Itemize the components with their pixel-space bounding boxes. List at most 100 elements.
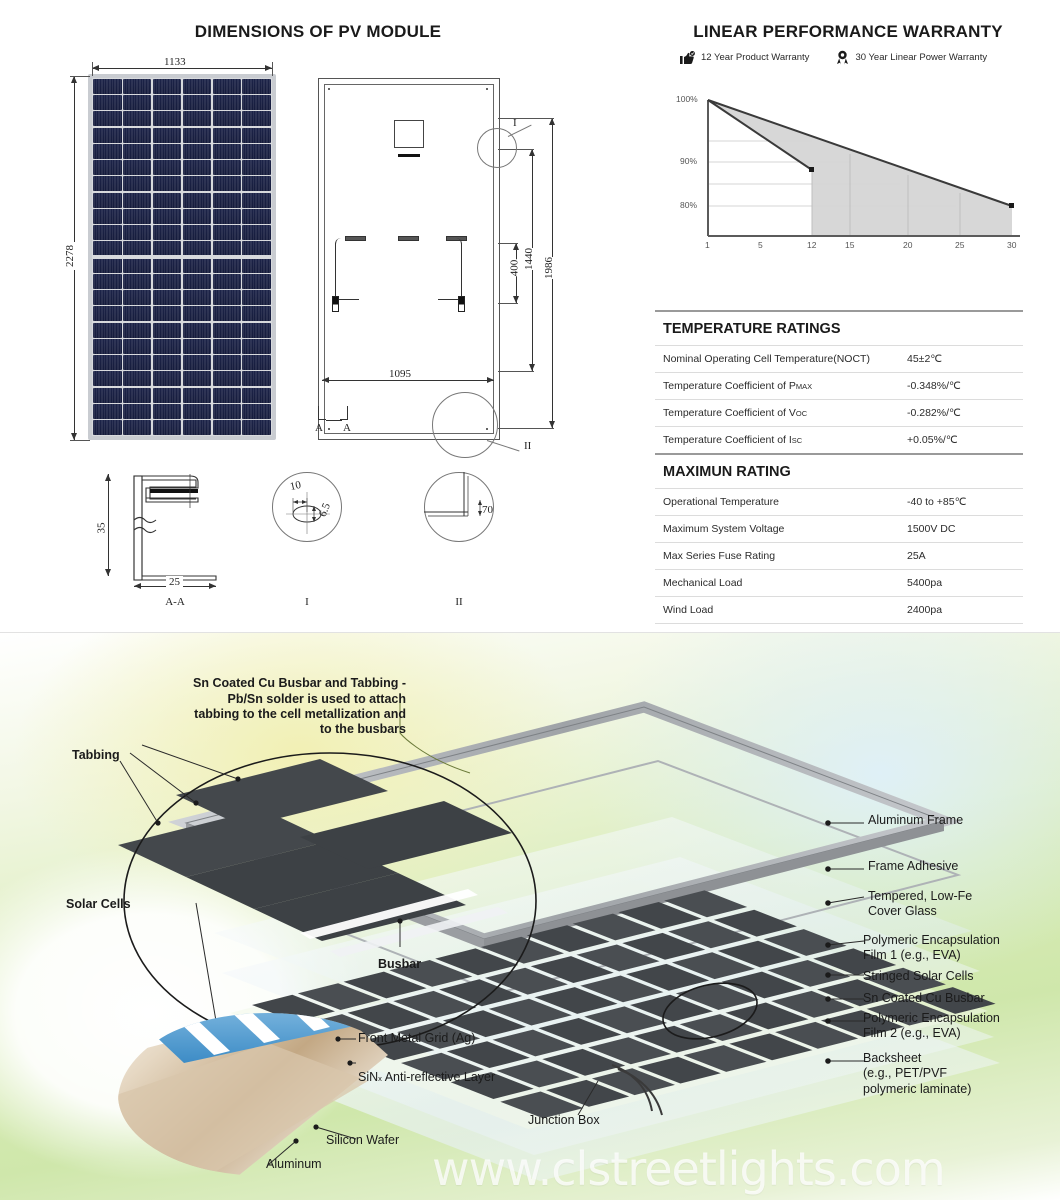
datapoint-12yr-90 xyxy=(809,167,814,172)
solar-cell xyxy=(152,95,182,111)
hole-spacing-arrow-up xyxy=(512,243,519,250)
solar-cell xyxy=(242,127,271,143)
solar-cell xyxy=(242,306,271,322)
cluster-cell-5 xyxy=(254,873,466,941)
solar-cell xyxy=(182,257,212,273)
solar-cell xyxy=(152,290,182,306)
xtick-20: 20 xyxy=(903,240,913,250)
hole-spacing-arrow-down xyxy=(512,296,519,303)
solar-cell xyxy=(182,371,212,387)
solar-cell xyxy=(212,176,242,192)
stringed-cell xyxy=(442,1010,526,1038)
stringed-cell xyxy=(618,902,702,929)
solar-cell xyxy=(93,420,122,435)
table-row: Temperature Coefficient of VOC -0.282%/℃ xyxy=(655,399,1023,426)
stringed-cell xyxy=(717,940,801,968)
solar-cell xyxy=(242,79,271,94)
busbar-strip-2 xyxy=(330,907,508,957)
solar-cell xyxy=(152,160,182,176)
detail-mark-I: I xyxy=(513,117,517,129)
height-ext-bottom xyxy=(70,440,90,441)
detail-label-II: II xyxy=(455,596,463,608)
table-row: Operational Temperature -40 to +85℃ xyxy=(655,488,1023,515)
stringed-cell xyxy=(439,979,523,1007)
solar-cell xyxy=(152,257,182,273)
label-tabbing: Tabbing xyxy=(72,748,120,762)
cable-right xyxy=(438,238,462,300)
warranty-badge-power: 30 Year Linear Power Warranty xyxy=(835,50,987,65)
solar-cell xyxy=(93,322,122,338)
section-mark-a-right xyxy=(340,406,348,420)
warranty-badges: 12 Year Product Warranty 30 Year Linear … xyxy=(680,50,1060,65)
solar-cell xyxy=(122,95,152,111)
temperature-ratings-heading: TEMPERATURE RATINGS xyxy=(655,310,1023,345)
stringed-cell xyxy=(530,956,614,983)
mid-dim-text: 1440 xyxy=(523,248,535,270)
stringed-cell xyxy=(343,971,427,999)
solar-cell xyxy=(182,127,212,143)
label-sinx-anti-reflective: SiNx Anti-reflective Layer xyxy=(358,1055,495,1086)
xtick-1: 1 xyxy=(705,240,710,250)
solar-cell xyxy=(152,322,182,338)
solar-cell xyxy=(212,290,242,306)
cable-left xyxy=(335,238,359,300)
leader-tabbing-3 xyxy=(119,760,159,824)
warranty-badge-power-text: 30 Year Linear Power Warranty xyxy=(855,52,988,63)
solar-cell xyxy=(182,403,212,419)
width-dim-line xyxy=(92,68,272,69)
dot-aluminum xyxy=(293,1138,299,1144)
stringed-cell xyxy=(488,998,572,1026)
solar-cell xyxy=(212,257,242,273)
solar-cell xyxy=(122,257,152,273)
row-value: 1500V DC xyxy=(907,523,956,535)
row-label: Temperature Coefficient of PMAX xyxy=(663,380,813,392)
solar-cell xyxy=(93,208,122,224)
solar-cell xyxy=(122,176,152,192)
warranty-chart: 100% 90% 80% 1 5 12 15 20 25 30 xyxy=(660,88,1050,258)
solar-cell xyxy=(242,371,271,387)
label-stringed-solar-cells: Stringed Solar Cells xyxy=(863,969,974,983)
warranty-chart-svg xyxy=(707,99,1020,237)
stringed-cell xyxy=(526,925,610,952)
xtick-15: 15 xyxy=(845,240,855,250)
stringed-cell xyxy=(683,1045,767,1072)
exploded-diagram: Sn Coated Cu Busbar and Tabbing - Pb/Sn … xyxy=(0,632,1060,1200)
solar-cell xyxy=(242,143,271,159)
inner-width-arrow-left xyxy=(322,376,329,383)
solar-cell xyxy=(122,111,152,127)
solar-cell xyxy=(242,257,271,273)
solar-cell xyxy=(93,143,122,159)
profile-height-arrow-down xyxy=(104,569,111,576)
row-value: 2400pa xyxy=(907,604,943,616)
label-sn-coated-cu-busbar: Sn Coated Cu Busbar xyxy=(863,991,985,1005)
solar-cell xyxy=(122,208,152,224)
solar-cell xyxy=(122,225,152,241)
front-metal-grid-group xyxy=(178,1013,330,1055)
solar-cell xyxy=(212,95,242,111)
stringed-cell xyxy=(534,987,618,1014)
back-frame-inner xyxy=(324,84,494,434)
warranty-badge-product: 12 Year Product Warranty xyxy=(680,50,809,65)
width-arrow-left xyxy=(92,64,99,71)
solar-cell xyxy=(212,306,242,322)
busbar-tabbing-note: Sn Coated Cu Busbar and Tabbing - Pb/Sn … xyxy=(150,661,406,737)
solar-cell xyxy=(152,273,182,289)
height-dim-text: 2278 xyxy=(64,242,76,270)
solar-cell xyxy=(122,420,152,435)
leader-solar-cells xyxy=(195,902,217,1022)
solar-cell xyxy=(122,127,152,143)
stringed-cell xyxy=(481,936,564,964)
row-value: +0.05%/℃ xyxy=(907,434,958,446)
solar-cell xyxy=(152,420,182,435)
profile-width-arrow-right xyxy=(209,582,216,589)
detail-label-I: I xyxy=(305,596,309,608)
stringed-cell xyxy=(538,1018,622,1045)
stringed-cell xyxy=(817,979,901,1007)
solar-cell xyxy=(122,387,152,403)
maximum-rating-heading: MAXIMUN RATING xyxy=(655,453,1023,488)
solar-cell xyxy=(212,192,242,208)
label-solar-cells: Solar Cells xyxy=(66,897,131,911)
solar-cell xyxy=(212,160,242,176)
solar-cell xyxy=(212,143,242,159)
label-cover-glass: Tempered, Low-Fe Cover Glass xyxy=(868,889,973,919)
